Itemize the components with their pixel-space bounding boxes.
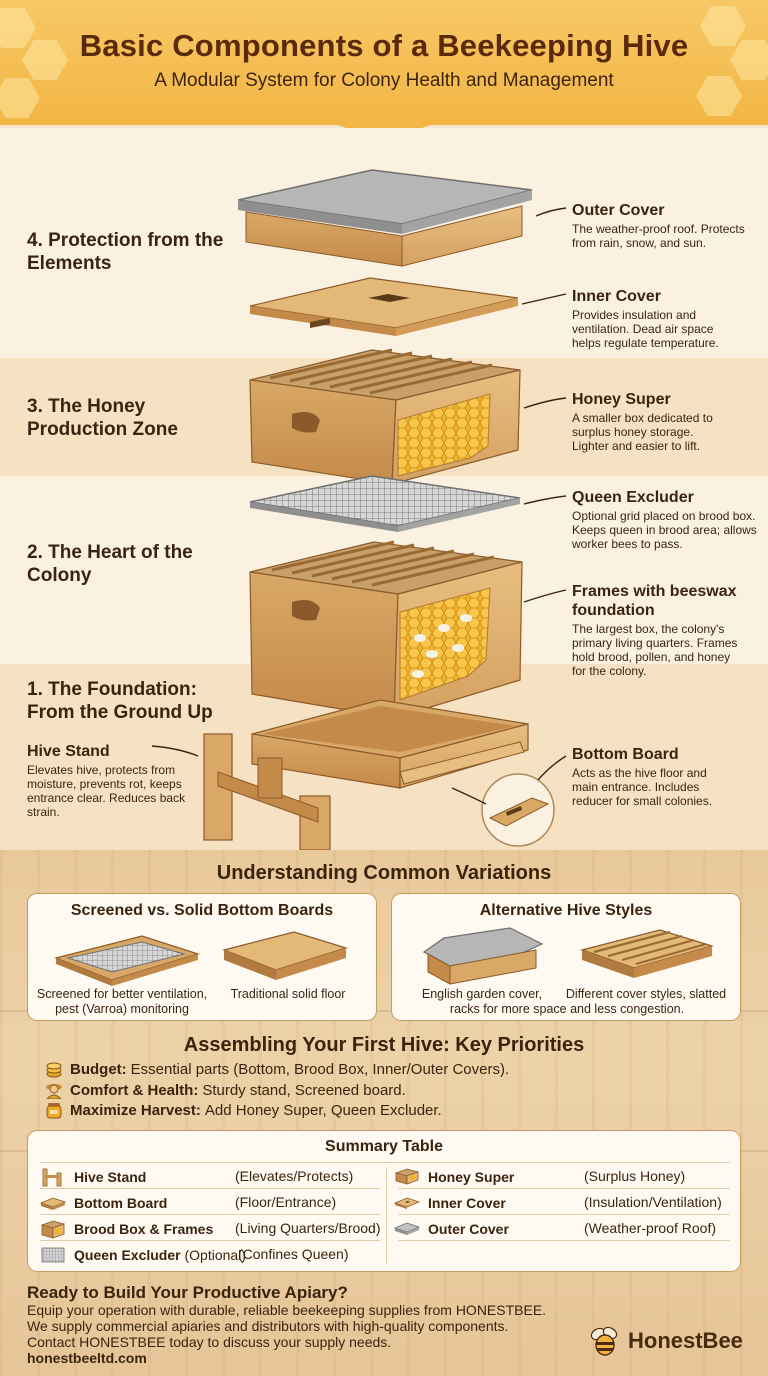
bee-icon <box>590 1326 618 1356</box>
brand-logo: HonestBee <box>588 1325 743 1357</box>
brand-name: HonestBee <box>628 1328 743 1353</box>
summary-value-inner-cover: (Insulation/Ventilation) <box>584 1194 722 1210</box>
brood-box-illustration <box>249 540 523 719</box>
outer-cover-icon <box>394 1222 420 1235</box>
section-title-honey-zone: 3. The Honey Production Zone <box>27 396 178 440</box>
cta-title: Ready to Build Your Productive Apiary? <box>27 1283 348 1302</box>
screened-board-icon <box>54 935 201 986</box>
english-garden-cover-icon <box>422 927 544 985</box>
hive-diagram <box>151 169 567 850</box>
summary-value-bottom-board: (Floor/Entrance) <box>235 1194 337 1210</box>
solid-board-icon <box>222 931 349 980</box>
summary-value-brood-box: (Living Quarters/Brood) <box>235 1220 381 1236</box>
section-title-foundation: 1. The Foundation: From the Ground Up <box>27 679 213 723</box>
card-bottom-boards: Screened vs. Solid Bottom Boards Screene… <box>27 893 377 1021</box>
label-outer-cover: Outer Cover The weather-proof roof. Prot… <box>572 202 745 250</box>
label-frames: Frames with beeswax foundation The large… <box>572 583 738 678</box>
card-hive-styles: Alternative Hive Styles English garden c… <box>391 893 741 1021</box>
caption-english-garden: English garden cover, <box>421 987 543 1001</box>
summary-row-inner-cover: Inner Cover <box>394 1193 506 1213</box>
summary-table: Summary Table <box>27 1130 741 1272</box>
slatted-rack-icon <box>579 929 715 978</box>
priorities-heading: Assembling Your First Hive: Key Prioriti… <box>183 1034 585 1056</box>
label-honey-super: Honey Super A smaller box dedicated to s… <box>572 391 713 453</box>
hive-stand-icon <box>42 1168 62 1187</box>
summary-row-hive-stand: Hive Stand <box>40 1167 146 1187</box>
bottom-board-illustration <box>251 699 529 789</box>
honey-jar-icon <box>46 1103 62 1119</box>
cta-line-2: We supply commercial apiaries and distri… <box>27 1318 509 1334</box>
bottom-board-icon <box>40 1197 66 1210</box>
page-subtitle: A Modular System for Colony Health and M… <box>154 70 614 91</box>
label-hive-stand: Hive Stand Elevates hive, protects from … <box>27 743 186 819</box>
priority-comfort: Comfort & Health:Sturdy stand, Screened … <box>44 1081 406 1099</box>
summary-row-honey-super: Honey Super <box>394 1167 514 1187</box>
summary-value-outer-cover: (Weather-proof Roof) <box>584 1220 717 1236</box>
header-banner <box>0 0 768 142</box>
hive-stand-illustration <box>203 733 331 850</box>
honey-super-icon <box>394 1168 420 1185</box>
cta-line-1: Equip your operation with durable, relia… <box>27 1302 547 1318</box>
page-title: Basic Components of a Beekeeping Hive <box>79 28 689 63</box>
caption-racks: racks for more space and less congestion… <box>449 1002 685 1016</box>
summary-row-brood-box: Brood Box & Frames <box>40 1219 213 1239</box>
caption-solid: Traditional solid floor <box>230 987 346 1001</box>
honey-super-illustration <box>249 348 521 485</box>
priority-harvest: Maximize Harvest:Add Honey Super, Queen … <box>44 1101 442 1119</box>
brood-box-icon <box>40 1220 66 1239</box>
entrance-reducer-inset <box>481 773 555 847</box>
section-title-heart: 2. The Heart of the Colony <box>27 542 193 586</box>
label-bottom-board: Bottom Board Acts as the hive floor and … <box>572 746 713 808</box>
inner-cover-icon <box>394 1197 420 1209</box>
summary-value-queen-excluder: (Confines Queen) <box>238 1246 349 1262</box>
summary-value-hive-stand: (Elevates/Protects) <box>235 1168 354 1184</box>
queen-excluder-illustration <box>249 475 521 532</box>
summary-row-outer-cover: Outer Cover <box>394 1219 509 1239</box>
coins-icon <box>46 1062 62 1078</box>
summary-row-queen-excluder: Queen Excluder (Optional) <box>40 1245 246 1265</box>
priority-budget: Budget:Essential parts (Bottom, Brood Bo… <box>44 1060 509 1078</box>
card-bottom-boards-title: Screened vs. Solid Bottom Boards <box>70 902 334 919</box>
cta-url-link[interactable]: honestbeeltd.com <box>27 1350 147 1366</box>
summary-row-bottom-board: Bottom Board <box>40 1193 167 1213</box>
label-inner-cover: Inner Cover Provides insulation and vent… <box>572 288 719 350</box>
card-hive-styles-title: Alternative Hive Styles <box>479 902 653 919</box>
summary-title: Summary Table <box>325 1138 443 1155</box>
label-queen-excluder: Queen Excluder Optional grid placed on b… <box>572 489 757 551</box>
variations-heading: Understanding Common Variations <box>216 862 552 884</box>
beekeeper-icon <box>46 1084 62 1099</box>
caption-screened: Screened for better ventilation, pest (V… <box>36 987 208 1016</box>
inner-cover-illustration <box>249 277 519 336</box>
section-title-protection: 4. Protection from the Elements <box>27 230 224 274</box>
caption-slatted: Different cover styles, slatted <box>565 987 727 1001</box>
summary-value-honey-super: (Surplus Honey) <box>584 1168 686 1184</box>
queen-excluder-icon <box>41 1247 65 1263</box>
cta-line-3: Contact HONESTBEE today to discuss your … <box>27 1334 392 1350</box>
outer-cover-illustration <box>237 169 533 267</box>
